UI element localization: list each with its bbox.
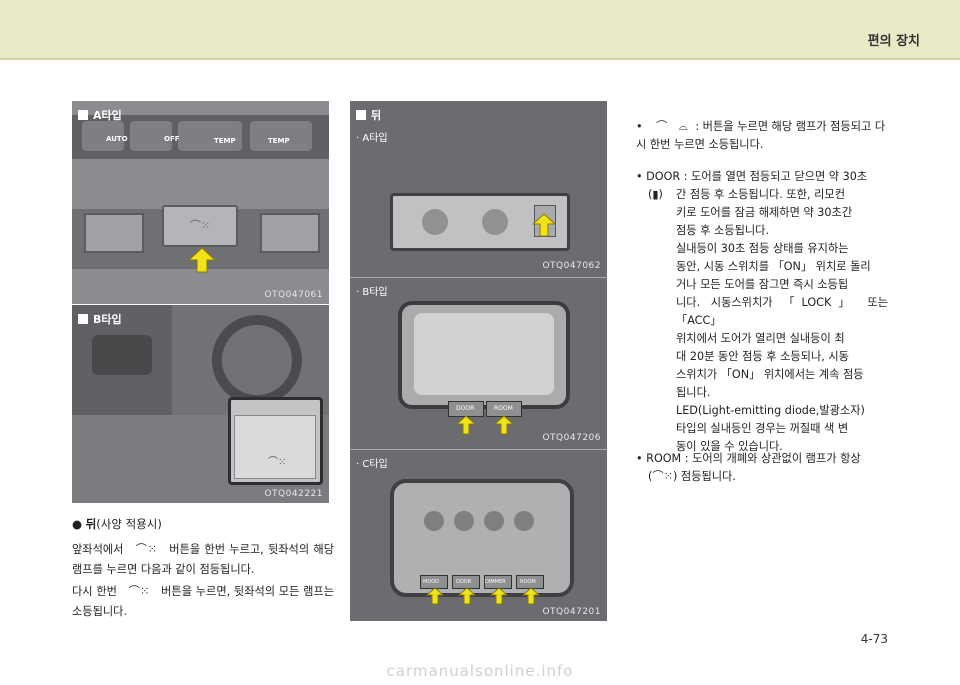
- room-lamp-icon-b: ⌒⁙: [268, 457, 287, 468]
- page-number: 4-73: [860, 632, 888, 646]
- item-door-line: 실내등이 30초 점등 상태를 유지하는: [676, 242, 849, 255]
- bullet-icon: ●: [72, 517, 83, 531]
- paragraph-2: 다시 한번 ⌒⁙ 버튼을 누르면, 뒷좌석의 모든 램프는 소등됩니다.: [72, 585, 334, 618]
- item-door-line: 간 점등 후 소등됩니다. 또한, 리모컨: [676, 188, 845, 201]
- rear-c-code: OTQ047201: [542, 607, 601, 617]
- item-door-line: 거나 모든 도어를 잠그면 즉시 소등됩: [676, 278, 849, 291]
- item-door-line: 스위치가 「ON」 위치에서는 계속 점등: [676, 368, 864, 381]
- rear-b-code: OTQ047206: [542, 433, 601, 443]
- photo-b-type: ⌒⁙ B타입 OTQ042221: [72, 305, 329, 503]
- room-button-label-b: ROOM: [494, 405, 513, 412]
- dimmer-button-label: DIMMER: [485, 579, 506, 585]
- photo-a-type: AUTO OFF TEMP TEMP ⌒⁙ A타입 OTQ047061: [72, 101, 329, 304]
- room-button-label-c: ROOM: [520, 579, 536, 585]
- item-door-line: 동이 있을 수 있습니다.: [676, 440, 783, 453]
- arrow-dimmer-icon: [490, 587, 508, 605]
- item-door-line: 대 20분 동안 점등 후 소등되나, 시동: [676, 350, 849, 363]
- temp-up-label: TEMP: [268, 137, 290, 145]
- rear-tag: 뒤: [356, 107, 381, 123]
- b-type-tag: B타입: [78, 311, 122, 327]
- rear-b-sub: · B타입: [356, 287, 388, 298]
- arrow-door-b-icon: [456, 415, 476, 435]
- rear-c-sub: · C타입: [356, 459, 388, 470]
- item-lamp-button: • ⌒ ⌓ : 버튼을 누르면 해당 램프가 점등되고 다시 한번 누르면 소등…: [636, 120, 886, 151]
- door-button-label-b: DOOR: [456, 405, 475, 412]
- photo-rear: 뒤 · A타입 OTQ047062 · B타입 DOOR ROOM OTQ047…: [350, 101, 607, 621]
- item-door: • DOOR : 도어를 열면 점등되고 닫으면 약 30초: [636, 170, 868, 183]
- arrow-mood-icon: [426, 587, 444, 605]
- item-door-line: 점등 후 소등됩니다.: [676, 224, 770, 237]
- item-door-line: 동안, 시동 스위치를 「ON」 위치로 돌리: [676, 260, 871, 273]
- off-button-label: OFF: [164, 135, 180, 143]
- auto-button-label: AUTO: [106, 135, 128, 143]
- a-type-tag: A타입: [78, 107, 122, 123]
- lamp-off-icon: ⌓: [678, 120, 688, 133]
- item-door-line: LED(Light-emitting diode,발광소자): [676, 404, 865, 417]
- item-room-tail: (⌒⁙) 점등됩니다.: [648, 470, 736, 483]
- mood-button-label: MOOD: [423, 579, 440, 585]
- arrow-room-c-icon: [522, 587, 540, 605]
- item-door-line: 타입의 실내등인 경우는 꺼질때 색 변: [676, 422, 849, 435]
- room-lamp-icon-right: ⌒⁙: [652, 470, 673, 483]
- header-bar: 편의 장치: [0, 0, 960, 58]
- paragraph-1: 앞좌석에서 ⌒⁙ 버튼을 한번 누르고, 뒷좌석의 해당 램프를 누르면 다음과…: [72, 543, 334, 576]
- door-button-label-c: DOOR: [456, 579, 472, 585]
- room-lamp-icon-inline-2: ⌒⁙: [128, 585, 150, 598]
- room-lamp-icon: ⌒⁙: [190, 219, 211, 232]
- a-type-code: OTQ047061: [264, 290, 323, 300]
- header-divider: [0, 58, 960, 60]
- section-title: 편의 장치: [867, 34, 920, 49]
- temp-down-label: TEMP: [214, 137, 236, 145]
- arrow-indicator-icon: [188, 247, 216, 273]
- arrow-door-c-icon: [458, 587, 476, 605]
- item-door-line: 됩니다.: [676, 386, 711, 399]
- item-room: • ROOM : 도어의 개폐와 상관없이 램프가 항상: [636, 452, 861, 465]
- room-lamp-icon-inline: ⌒⁙: [135, 543, 158, 556]
- door-icon-bracket: (▮): [648, 186, 668, 204]
- item-door-line: 위치에서 도어가 열리면 실내등이 최: [676, 332, 845, 345]
- item-door-line: 키로 도어를 잠금 해제하면 약 30초간: [676, 206, 853, 219]
- footer-watermark: carmanualsonline.info: [386, 662, 574, 680]
- rear-caption: ● 뒤(사양 적용시): [72, 517, 162, 531]
- rear-a-sub: · A타입: [356, 133, 388, 144]
- b-type-code: OTQ042221: [264, 489, 323, 499]
- arrow-indicator-icon-rear-a: [532, 213, 556, 237]
- lamp-on-icon: ⌒: [656, 120, 668, 133]
- arrow-room-b-icon: [494, 415, 514, 435]
- rear-a-code: OTQ047062: [542, 261, 601, 271]
- door-icon: (▮): [648, 188, 663, 201]
- item-door-line: 니다. 시동스위치가 「LOCK」 또는 「ACC」: [676, 296, 888, 327]
